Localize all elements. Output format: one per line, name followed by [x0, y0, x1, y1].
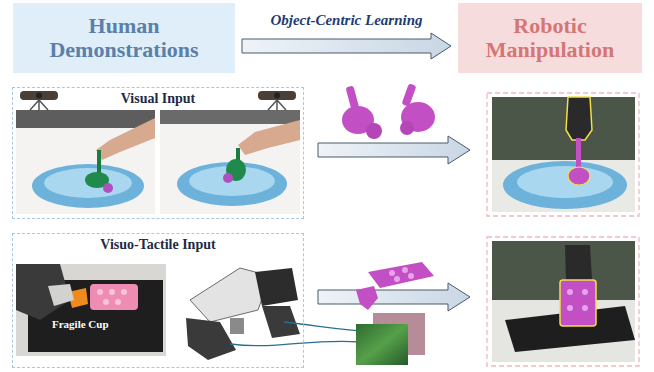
- stage-title: Human Demonstrations: [19, 14, 229, 62]
- robot-photo: [492, 241, 635, 362]
- demo-photo: [16, 264, 166, 356]
- input-group: Visual Input: [12, 87, 304, 219]
- stage-box: Robotic Manipulation: [458, 3, 642, 73]
- camera-icon: [258, 91, 296, 110]
- input-group: Visuo-Tactile Input: [12, 233, 304, 368]
- output-frame: [487, 237, 639, 366]
- object-model: [356, 262, 434, 310]
- stage-title: Robotic Manipulation: [464, 14, 636, 62]
- flow-arrow: [318, 283, 470, 311]
- gripper-drawing: [186, 268, 300, 360]
- camera-icon: [20, 91, 58, 110]
- group-heading: Visual Input: [121, 91, 196, 106]
- tactile-image: [356, 324, 408, 365]
- flow-arrow: [318, 136, 470, 164]
- stage-box: Human Demonstrations: [13, 3, 235, 73]
- robot-photo: [492, 97, 635, 212]
- flow-arrow: [242, 33, 451, 59]
- demo-photo: [160, 110, 300, 214]
- photo-label: Fragile Cup: [52, 318, 109, 330]
- object-model: [342, 83, 435, 139]
- output-frame: [487, 93, 639, 216]
- edge-label: Object-Centric Learning: [268, 12, 424, 29]
- demo-photo: [16, 110, 155, 214]
- sensor-wire: [230, 341, 360, 346]
- group-heading: Visuo-Tactile Input: [100, 237, 215, 252]
